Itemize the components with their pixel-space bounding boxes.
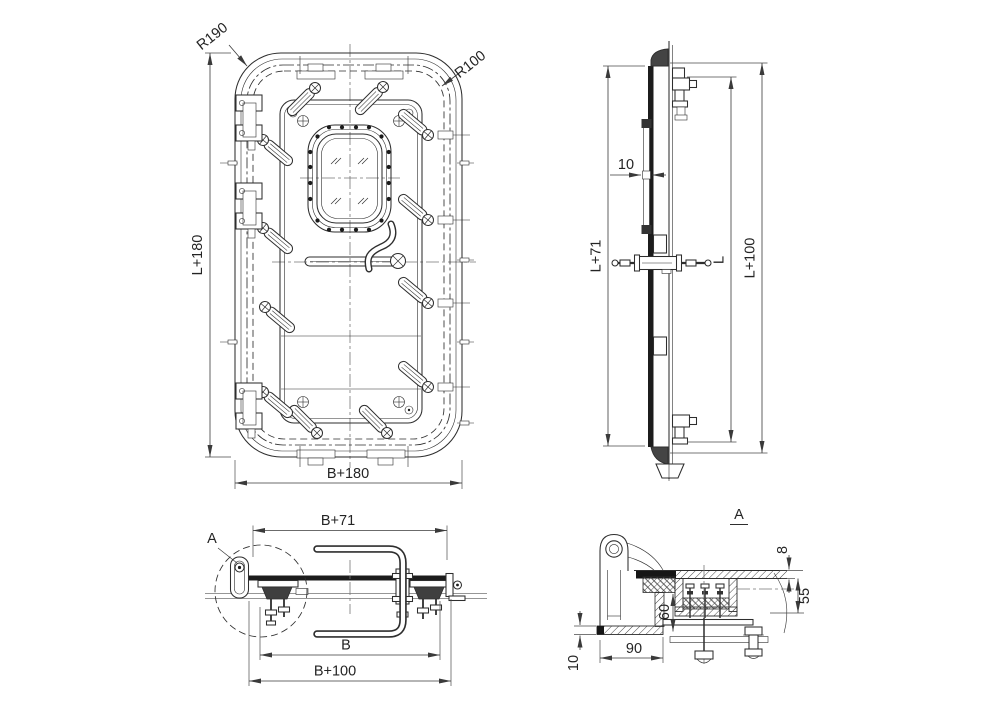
dim-label-plate-thickness: 8	[775, 546, 791, 554]
dog-clamp	[395, 274, 437, 312]
inside-handle	[304, 256, 403, 267]
detail-dimensions: 8 55 60 10 90	[566, 546, 813, 671]
side-dimensions: 10 L+71 L L+100	[589, 62, 768, 454]
dog-section-right	[409, 579, 451, 619]
plan-dimensions: B+71 B B+100	[248, 513, 452, 686]
detail-leader	[217, 547, 238, 564]
dim-label-overall-right: L+100	[743, 238, 759, 279]
side-bolt	[743, 626, 764, 659]
window-bolts	[308, 125, 391, 232]
bracket-plate-lower	[669, 636, 769, 643]
dim-label-hinge-span: L	[712, 256, 728, 264]
gasket-rail	[641, 119, 652, 234]
bracket-plate	[662, 618, 754, 626]
spindle-section	[611, 254, 712, 274]
window	[307, 124, 392, 233]
dim-label-middle: B	[341, 638, 351, 654]
dog-clamp	[356, 402, 396, 442]
door-outer-edge	[234, 52, 463, 458]
dog-clamp	[395, 106, 437, 144]
top-hinge-section	[650, 48, 698, 121]
dog-clamp	[256, 298, 298, 336]
dim-label-radius-inner: R100	[452, 48, 489, 82]
hinge-assemblies	[235, 94, 263, 439]
dim-label-gap: 10	[618, 157, 634, 173]
channel-bolts	[685, 583, 725, 618]
dog-clamp	[395, 191, 437, 229]
dog-clamps	[254, 78, 437, 442]
dog-lug-section	[652, 234, 668, 254]
door-panel	[279, 99, 423, 424]
door-edge-inner	[240, 58, 457, 452]
edge-pins	[220, 56, 474, 467]
dim-label-radius-outer: R190	[194, 20, 231, 54]
hinge-knuckle	[229, 556, 250, 599]
plan-view: A B+71 B B+100	[205, 513, 487, 686]
dim-label-bottom: B+100	[314, 664, 356, 680]
wedge-brackets	[296, 63, 406, 466]
dog-clamp	[286, 402, 326, 442]
hinge	[235, 94, 263, 151]
door-handle-tube	[313, 545, 407, 638]
dim-label-gasket-depth: 55	[797, 588, 813, 604]
glass-marks	[330, 157, 369, 205]
dog-clamp	[284, 79, 324, 119]
frame-hidden-line	[246, 64, 451, 446]
front-view: L+180 B+180 R190 R100	[190, 20, 489, 489]
dim-label-overall-left: L+71	[589, 240, 605, 273]
keeper-plates	[437, 130, 470, 392]
outside-handle	[364, 220, 397, 273]
rubber-gasket-section	[642, 576, 676, 593]
dim-label-door-height: L+180	[190, 235, 206, 276]
detail-view: A	[566, 507, 813, 671]
dim-label-section-height: 60	[657, 604, 673, 620]
detail-marker-label: A	[207, 531, 217, 547]
channel-rubber	[682, 597, 730, 610]
detail-circle	[214, 544, 308, 638]
dim-label-top: B+71	[321, 513, 355, 529]
dog-section-left	[257, 579, 309, 626]
detail-title: A	[734, 507, 744, 523]
dog-lug-section	[652, 336, 668, 356]
hinge	[235, 382, 263, 439]
hinge	[235, 182, 263, 239]
dog-clamp	[395, 358, 437, 396]
handle-hub	[389, 252, 407, 270]
hinge-lug	[599, 533, 664, 629]
frame-stop	[445, 572, 466, 602]
dim-label-door-width: B+180	[327, 466, 369, 482]
door-base-section	[596, 625, 664, 635]
coaming-hidden-line	[252, 70, 445, 440]
dog-clamp	[352, 78, 392, 118]
dim-label-hinge-offset: 90	[626, 641, 642, 657]
dim-label-edge-clearance: 10	[566, 655, 582, 671]
door-plate-section	[237, 575, 452, 581]
bottom-hinge-section	[650, 414, 698, 481]
side-view: 10 L+71 L L+100	[589, 41, 768, 481]
bottom-bolt	[694, 618, 714, 664]
